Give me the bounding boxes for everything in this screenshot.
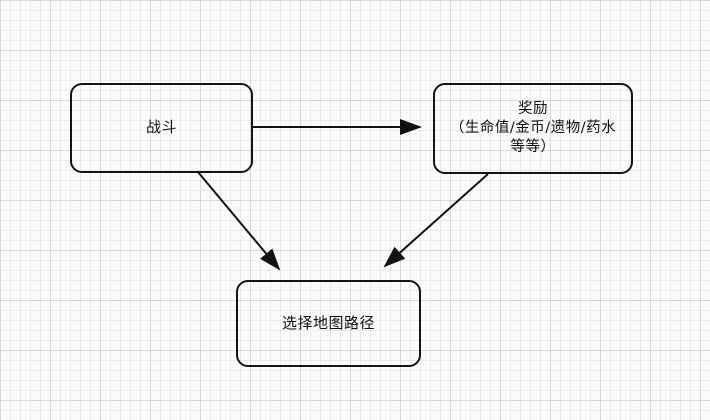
node-reward-label: 奖励 （生命值/金币/遗物/药水等等） [449,100,617,156]
node-reward[interactable]: 奖励 （生命值/金币/遗物/药水等等） [433,83,633,174]
node-map-path-label: 选择地图路径 [281,313,375,332]
edge-reward-to-mappath [383,173,489,268]
node-battle[interactable]: 战斗 [70,83,253,173]
node-map-path[interactable]: 选择地图路径 [236,280,421,367]
node-battle-label: 战斗 [145,118,177,137]
edge-battle-to-mappath [197,171,281,271]
